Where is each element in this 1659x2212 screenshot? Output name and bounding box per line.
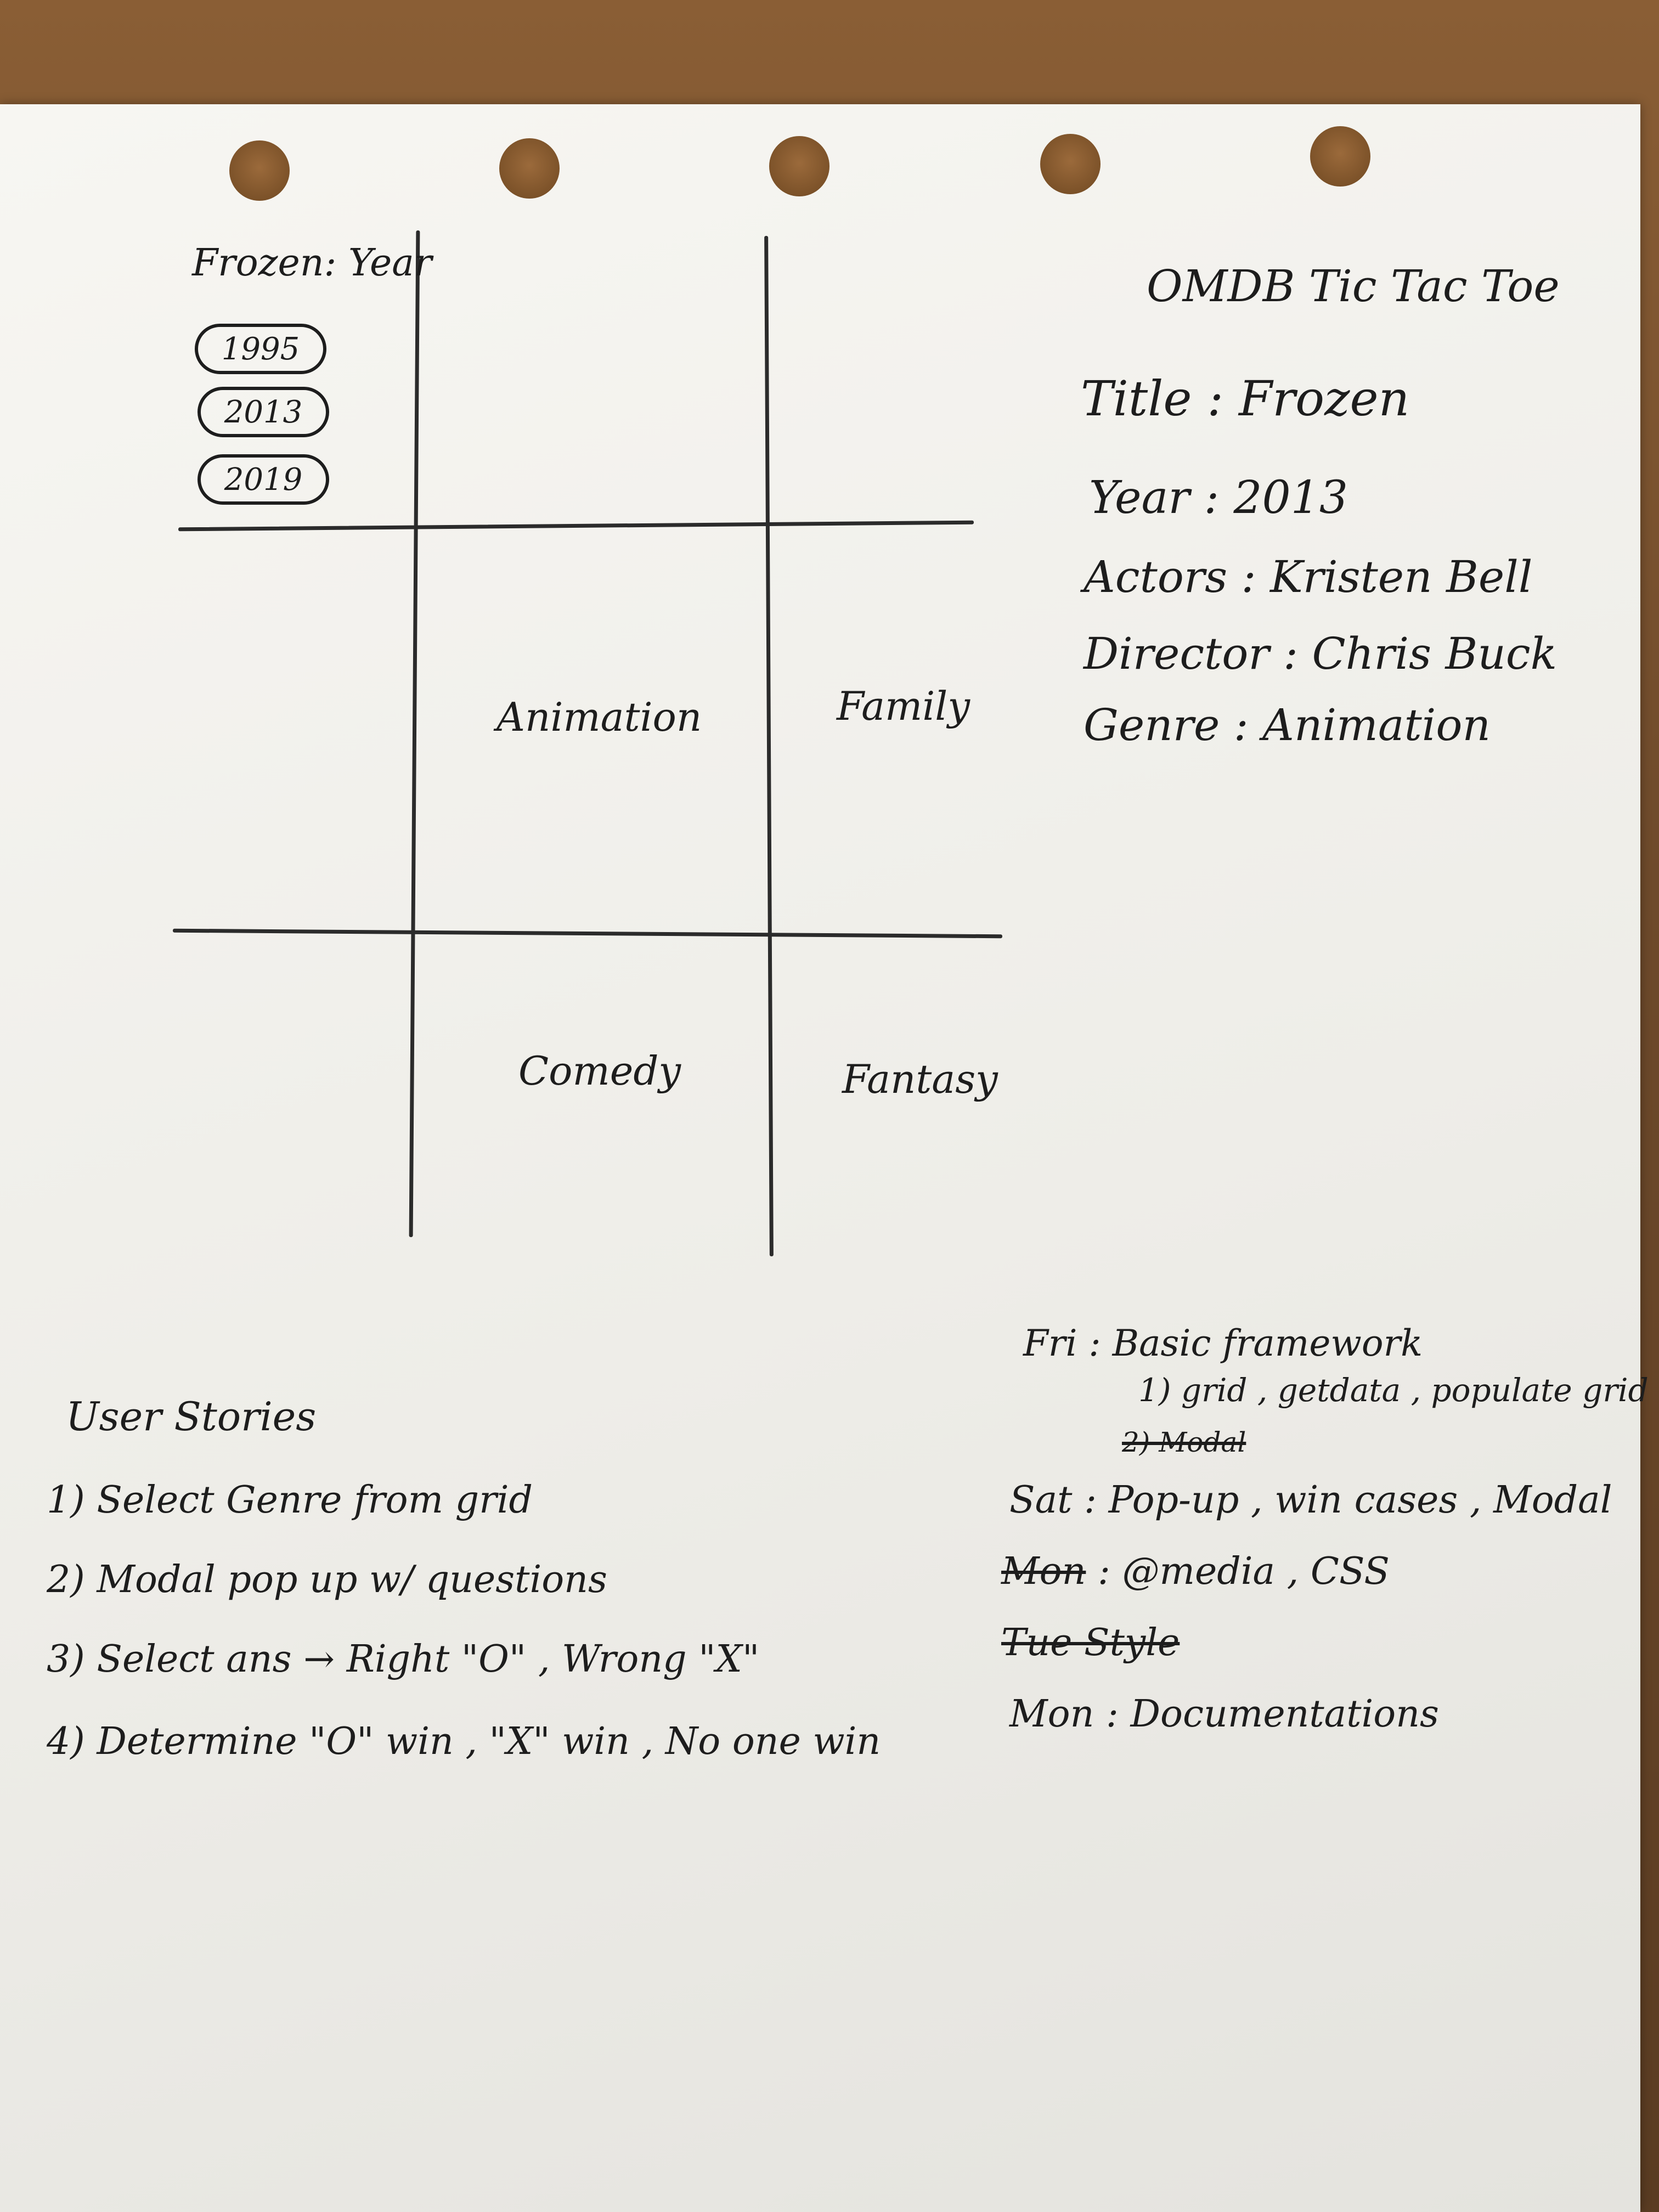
punch-hole [1040,134,1101,194]
year-option-button[interactable]: 1995 [195,324,326,374]
user-story-item: 4) Determine "O" win , "X" win , No one … [47,1720,881,1763]
punch-hole [769,136,830,196]
movie-director-field: Director : Chris Buck [1084,628,1558,679]
genre-cell-family[interactable]: Family [837,683,970,729]
app-title: OMDB Tic Tac Toe [1147,261,1560,312]
schedule-mon-media-text: : @media , CSS [1098,1550,1390,1593]
user-story-item: 2) Modal pop up w/ questions [47,1558,607,1601]
movie-genre-field: Genre : Animation [1084,699,1491,751]
punch-hole [1310,126,1370,187]
punch-hole [499,138,560,199]
schedule-sat: Sat : Pop-up , win cases , Modal [1009,1479,1612,1522]
schedule-mon-media: Mon : @media , CSS [1001,1550,1390,1593]
genre-cell-fantasy[interactable]: Fantasy [842,1056,998,1102]
genre-cell-comedy[interactable]: Comedy [518,1048,681,1094]
punch-hole [229,140,290,201]
genre-cell-animation[interactable]: Animation [496,694,702,740]
struck-day-label: Mon [1001,1550,1086,1593]
schedule-fri: Fri : Basic framework [1023,1322,1423,1364]
user-story-item: 3) Select ans → Right "O" , Wrong "X" [47,1638,760,1681]
movie-title-field: Title : Frozen [1081,370,1410,427]
schedule-mon-docs: Mon : Documentations [1009,1692,1439,1736]
grid-corner-title: Frozen: Year [192,241,432,285]
schedule-fri-subtask-struck: 2) Modal [1122,1426,1246,1458]
schedule-tue-struck: Tue Style [1001,1621,1180,1664]
user-story-item: 1) Select Genre from grid [47,1479,533,1522]
user-stories-heading: User Stories [66,1393,317,1440]
year-option-button[interactable]: 2013 [198,387,329,437]
schedule-fri-subtask: 1) grid , getdata , populate grid [1138,1372,1649,1409]
year-option-button[interactable]: 2019 [198,454,329,505]
movie-year-field: Year : 2013 [1089,472,1348,524]
movie-actors-field: Actors : Kristen Bell [1084,551,1533,602]
